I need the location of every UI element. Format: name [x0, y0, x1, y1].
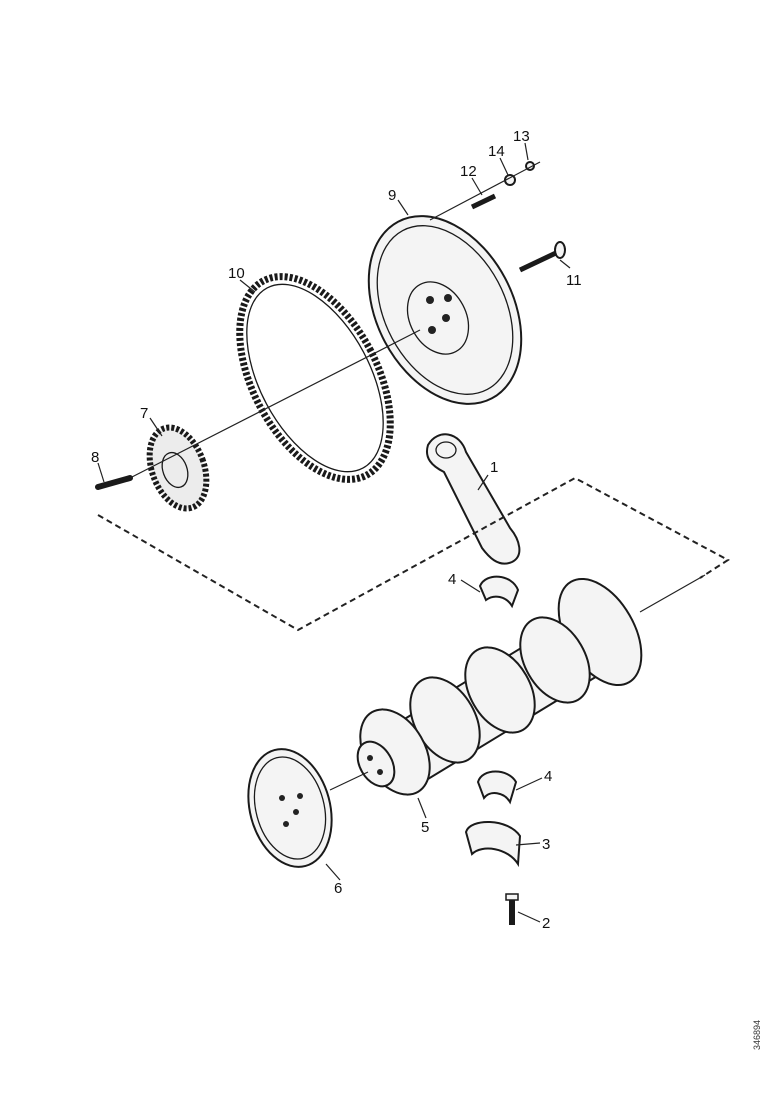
bearing-shell-upper — [478, 575, 520, 609]
stud-bolt-set — [429, 161, 541, 221]
callout-1: 1 — [490, 459, 498, 476]
crankshaft — [356, 577, 643, 796]
main-bearing-bolt — [505, 893, 519, 925]
crankshaft-axis — [639, 574, 706, 613]
callout-4-lower: 4 — [544, 768, 552, 785]
callout-11: 11 — [566, 272, 582, 289]
reference-code: 346894 — [752, 1019, 762, 1050]
flywheel — [367, 215, 523, 405]
callout-14: 14 — [488, 143, 505, 160]
bearing-shell-lower — [476, 770, 518, 805]
assembly-bracket — [97, 476, 730, 632]
callout-numbers: 1 2 3 4 4 5 6 7 8 9 10 11 12 13 14 — [91, 128, 582, 932]
callout-13: 13 — [513, 128, 530, 145]
callout-6: 6 — [334, 880, 342, 897]
leader-lines — [97, 142, 571, 923]
callout-5: 5 — [421, 819, 429, 836]
vibration-damper — [247, 748, 369, 868]
dowel-pin — [95, 475, 133, 490]
callout-3: 3 — [542, 836, 550, 853]
timing-gear — [146, 424, 210, 512]
flywheel-bolt — [518, 241, 566, 273]
callout-10: 10 — [228, 265, 245, 282]
callout-2: 2 — [542, 915, 550, 932]
callout-12: 12 — [460, 163, 477, 180]
connecting-rod — [426, 433, 521, 565]
callout-8: 8 — [91, 449, 99, 466]
ring-gear — [236, 273, 394, 483]
assembly-axis — [129, 329, 421, 479]
thrust-bearing — [464, 820, 522, 868]
callout-4-upper: 4 — [448, 571, 456, 588]
callout-7: 7 — [140, 405, 148, 422]
callout-9: 9 — [388, 187, 396, 204]
